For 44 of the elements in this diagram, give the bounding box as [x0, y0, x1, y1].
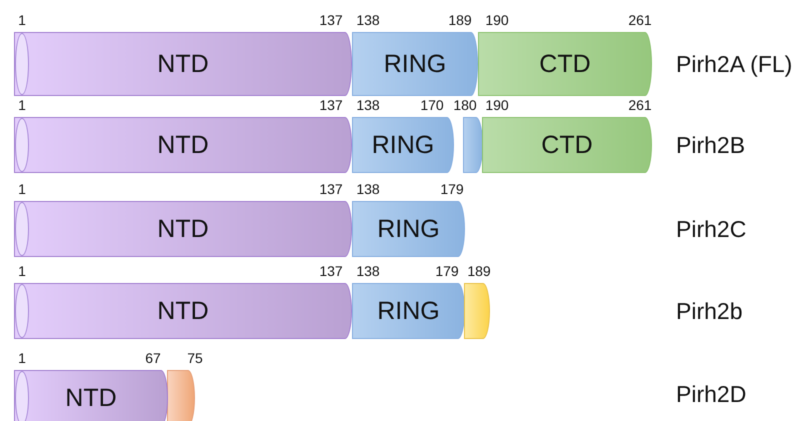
isoform-name: Pirh2C	[676, 215, 746, 243]
residue-number: 180	[453, 97, 477, 113]
isoform-name: Pirh2A (FL)	[676, 50, 792, 78]
domain-segment: NTD	[14, 117, 352, 173]
residue-number: 261	[628, 97, 652, 113]
residue-number: 138	[356, 263, 380, 279]
domain-segment: NTD	[14, 370, 168, 421]
residue-number: 75	[187, 350, 203, 366]
residue-number: 137	[319, 97, 343, 113]
domain-segment	[167, 370, 195, 421]
residue-number: 1	[18, 12, 26, 28]
isoform-name: Pirh2B	[676, 131, 746, 159]
residue-number: 1	[18, 350, 26, 366]
domain-segment: NTD	[14, 32, 352, 96]
residue-number: 179	[440, 181, 464, 197]
domain-segment: NTD	[14, 201, 352, 257]
residue-number: 189	[448, 12, 472, 28]
residue-number: 138	[356, 12, 380, 28]
residue-number: 190	[485, 12, 509, 28]
residue-number: 1	[18, 263, 26, 279]
residue-number: 137	[319, 263, 343, 279]
domain-segment: RING	[352, 201, 465, 257]
isoform-name: Pirh2D	[676, 380, 746, 408]
residue-number: 67	[145, 350, 161, 366]
residue-number: 189	[467, 263, 491, 279]
residue-number: 1	[18, 181, 26, 197]
residue-number: 138	[356, 97, 380, 113]
residue-number: 170	[420, 97, 444, 113]
residue-number: 261	[628, 12, 652, 28]
domain-segment: NTD	[14, 283, 352, 339]
residue-number: 137	[319, 181, 343, 197]
residue-number: 190	[485, 97, 509, 113]
residue-number: 179	[435, 263, 459, 279]
domain-segment	[463, 117, 483, 173]
domain-segment: RING	[352, 283, 465, 339]
domain-segment: CTD	[482, 117, 652, 173]
domain-segment: CTD	[478, 32, 652, 96]
residue-number: 1	[18, 97, 26, 113]
residue-number: 138	[356, 181, 380, 197]
domain-segment	[464, 283, 490, 339]
residue-number: 137	[319, 12, 343, 28]
domain-segment: RING	[352, 32, 478, 96]
isoform-name: Pirh2b	[676, 297, 742, 325]
domain-segment: RING	[352, 117, 454, 173]
